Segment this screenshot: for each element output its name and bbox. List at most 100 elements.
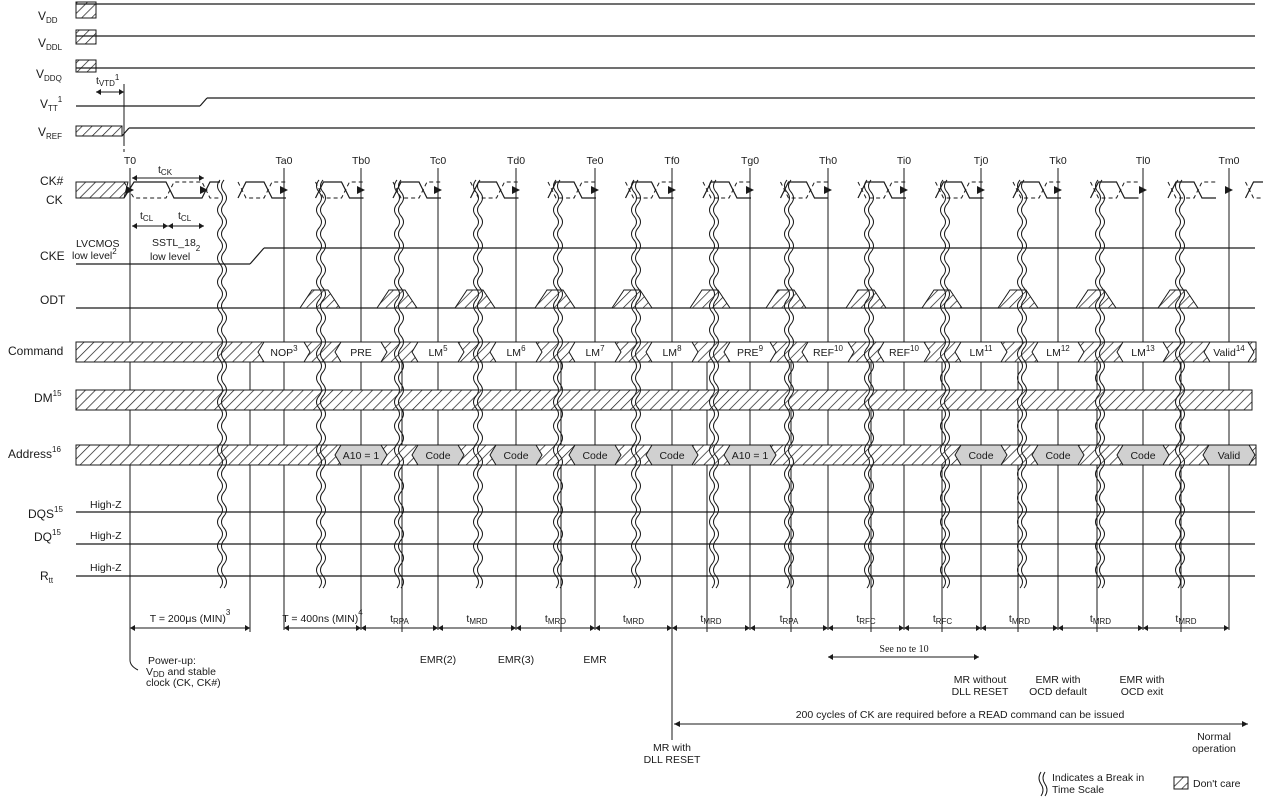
- odt-transition: [534, 289, 576, 309]
- time-label-te0: Te0: [587, 155, 604, 167]
- mr-with-line2: DLL RESET: [644, 754, 701, 766]
- vdd-label: VDD: [38, 9, 58, 25]
- ckn-wave: [123, 181, 1263, 199]
- tck-label: tCK: [158, 164, 173, 177]
- emr-ocd-default-line2: OCD default: [1029, 686, 1087, 698]
- ck-wave: [123, 181, 1263, 199]
- dm-label: DM15: [34, 389, 62, 405]
- interval-label: tRFC: [933, 613, 953, 626]
- cke-waveform: LVCMOS low level2 SSTL_182 low level: [72, 237, 1255, 265]
- annotations: EMR(2) EMR(3) EMR See no te 10 Power-up:…: [129, 628, 1248, 766]
- address-label: Code: [968, 450, 993, 462]
- odt-transition: [997, 289, 1039, 309]
- interval-arrowhead: [828, 625, 833, 631]
- address-label: A10 = 1: [732, 450, 769, 462]
- powerup-line2: VDD and stable: [146, 666, 216, 679]
- time-scale-break: [1021, 179, 1027, 589]
- time-scale-break: [316, 179, 322, 589]
- vref-label: VREF: [38, 125, 62, 141]
- interval-arrowhead: [1143, 625, 1148, 631]
- interval-label: tRFC: [856, 613, 876, 626]
- emr-ocd-default-line1: EMR with: [1036, 674, 1081, 686]
- interval-arrowhead: [904, 625, 909, 631]
- emr-ocd-exit-line1: EMR with: [1120, 674, 1165, 686]
- time-scale-breaks: [217, 179, 1185, 589]
- interval-arrowhead: [590, 625, 595, 631]
- cke-lvcmos-label: LVCMOS: [76, 238, 120, 250]
- time-scale-break: [784, 179, 790, 589]
- interval-arrowhead: [745, 625, 750, 631]
- mr-with-line1: MR with: [653, 742, 691, 754]
- break-symbol-icon: [1038, 771, 1048, 797]
- interval-label: tMRD: [623, 613, 644, 626]
- address-cell: [1116, 444, 1170, 466]
- interval-arrowhead: [750, 625, 755, 631]
- interval-arrowhead: [667, 625, 672, 631]
- time-label-ti0: Ti0: [897, 155, 911, 167]
- command-label: LM12: [1046, 344, 1070, 359]
- interval-label: tMRD: [545, 613, 566, 626]
- odt-transition: [845, 289, 887, 309]
- odt-transition: [1157, 289, 1199, 309]
- interval-arrowhead: [516, 625, 521, 631]
- time-label-t0: T0: [124, 155, 136, 167]
- dqs-high-z: High-Z: [90, 499, 122, 511]
- command-label: Command: [8, 344, 63, 358]
- interval-arrowhead: [1224, 625, 1229, 631]
- normal-line1: Normal: [1197, 731, 1231, 743]
- address-cell: [489, 444, 543, 466]
- interval-arrowhead: [976, 625, 981, 631]
- address-cell: [411, 444, 465, 466]
- address-label: A10 = 1: [343, 450, 380, 462]
- time-scale-break: [217, 179, 223, 589]
- address-cell: [645, 444, 699, 466]
- time-label-tg0: Tg0: [741, 155, 759, 167]
- address-label: Address16: [8, 445, 61, 461]
- time-scale-break: [320, 179, 326, 589]
- time-scale-break: [635, 179, 641, 589]
- command-cell: [801, 341, 855, 363]
- interval-label: tMRD: [1090, 613, 1111, 626]
- command-label: PRE9: [737, 344, 764, 359]
- legend: Indicates a Break in Time Scale Don't ca…: [1038, 771, 1241, 797]
- odt-transition: [689, 289, 731, 309]
- time-scale-break: [477, 179, 483, 589]
- tvtd-label: tVTD1: [96, 73, 120, 88]
- time-scale-break: [557, 179, 563, 589]
- address-label: Code: [425, 450, 450, 462]
- command-label: REF10: [889, 344, 919, 359]
- command-label: LM6: [506, 344, 526, 359]
- legend-break-line2: Time Scale: [1052, 784, 1104, 796]
- time-label-tl0: Tl0: [1136, 155, 1151, 167]
- address-label: Code: [582, 450, 607, 462]
- address-cell: [1202, 444, 1256, 466]
- interval-arrowhead: [245, 625, 250, 631]
- interval-arrowhead: [1053, 625, 1058, 631]
- dq-high-z: High-Z: [90, 530, 122, 542]
- interval-arrowhead: [284, 625, 289, 631]
- interval-arrowhead: [823, 625, 828, 631]
- interval-label: T = 400ns (MIN)4: [282, 608, 363, 625]
- clock-edge-marker: [200, 186, 208, 194]
- interval-label: tMRD: [466, 613, 487, 626]
- time-label-tf0: Tf0: [664, 155, 679, 167]
- power-rails: tVTD1: [75, 1, 1255, 152]
- address-label: Valid: [1218, 450, 1241, 462]
- time-scale-break: [1099, 179, 1105, 589]
- time-scale-break: [553, 179, 559, 589]
- time-label-tk0: Tk0: [1049, 155, 1067, 167]
- interval-arrowhead: [433, 625, 438, 631]
- time-scale-break: [394, 179, 400, 589]
- interval-arrowhead: [1058, 625, 1063, 631]
- emr-ocd-exit-line2: OCD exit: [1121, 686, 1164, 698]
- powerup-line1: Power-up:: [148, 655, 196, 667]
- odt-transition: [454, 289, 496, 309]
- interval-label: tRPA: [780, 613, 799, 626]
- command-cell: [645, 341, 699, 363]
- mr-without-line1: MR without: [954, 674, 1007, 686]
- command-label: LM5: [428, 344, 448, 359]
- command-label: LM8: [662, 344, 682, 359]
- time-scale-break: [788, 179, 794, 589]
- interval-label: tRPA: [390, 613, 409, 626]
